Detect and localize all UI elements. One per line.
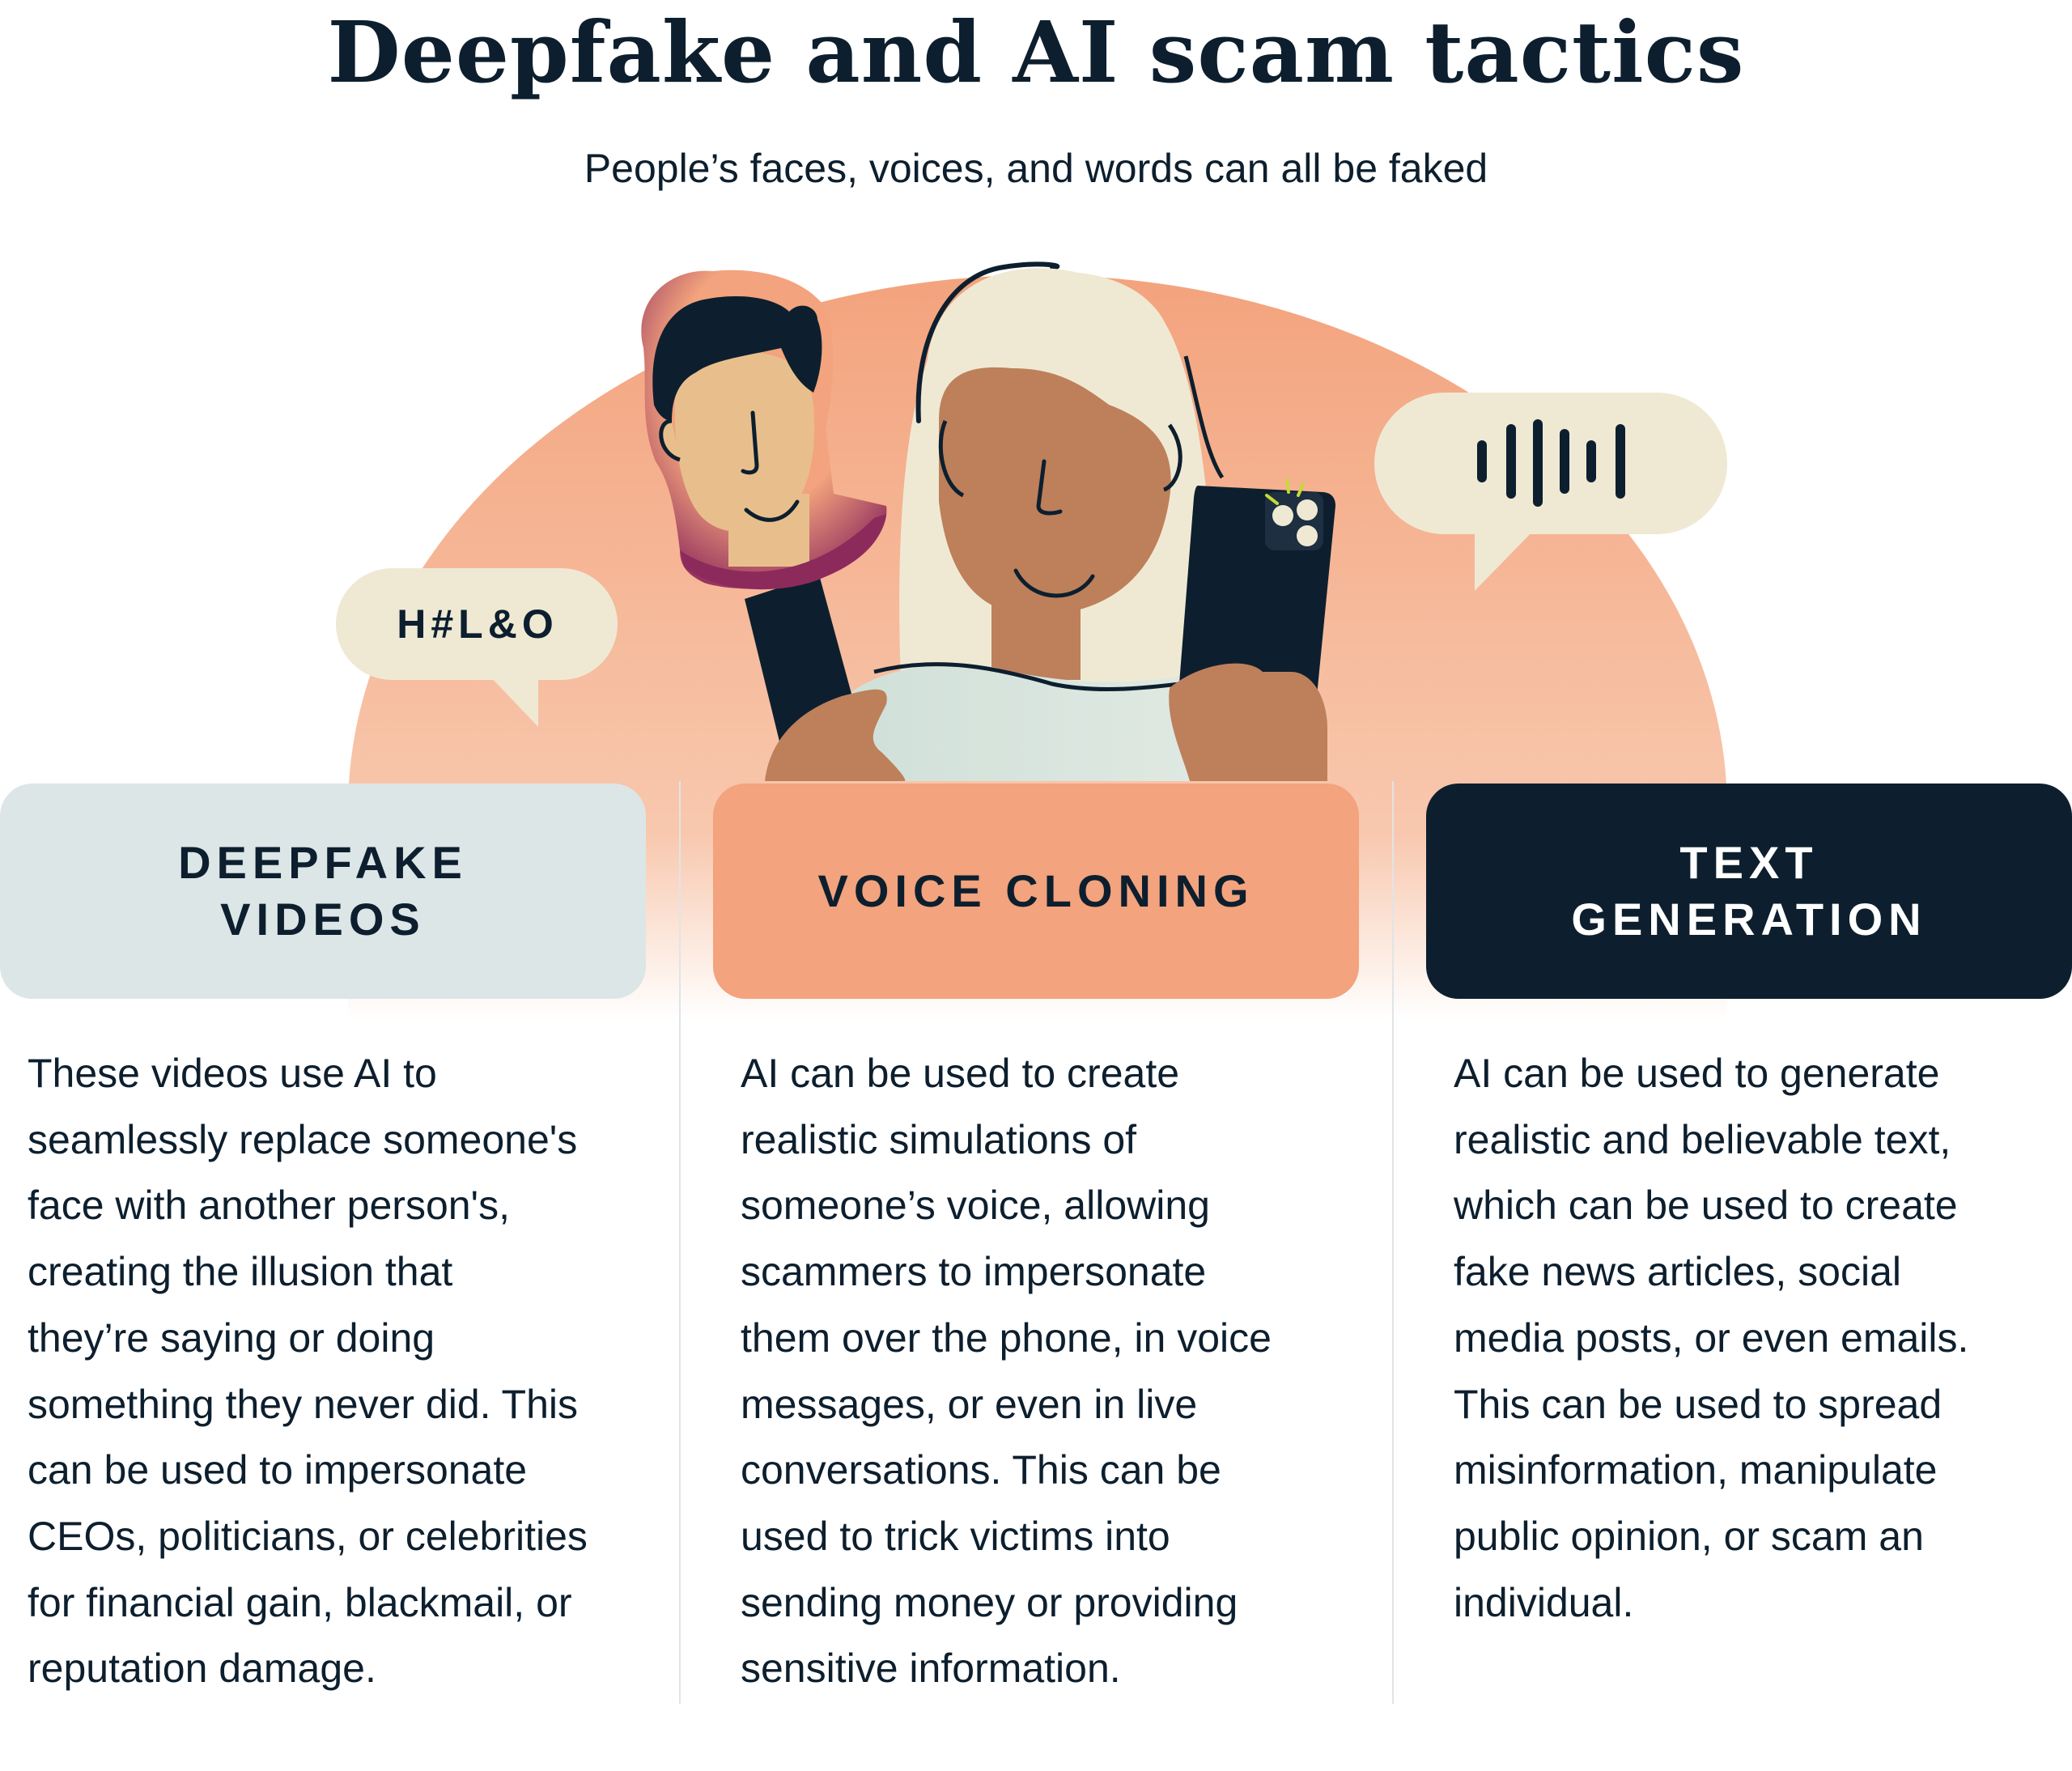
voice-cloning-heading: VOICE CLONING xyxy=(817,865,1255,916)
description-line: realistic and believable text, xyxy=(1454,1116,1951,1162)
scam-illustration: H#L&O xyxy=(336,261,1727,1020)
woman-figure xyxy=(834,261,1295,781)
page-title: Deepfake and AI scam tactics xyxy=(327,2,1745,102)
description-line: conversations. This can be xyxy=(741,1447,1221,1493)
voice-cloning-card: VOICE CLONING xyxy=(713,784,1359,999)
description-line: something they never did. This xyxy=(28,1381,579,1427)
description-line: sending money or providing xyxy=(741,1579,1238,1625)
description-line: can be used to impersonate xyxy=(28,1447,528,1493)
description-line: they’re saying or doing xyxy=(28,1314,435,1361)
description-line: misinformation, manipulate xyxy=(1454,1447,1938,1493)
description-line: reputation damage. xyxy=(28,1646,376,1692)
description-line: public opinion, or scam an xyxy=(1454,1513,1924,1559)
description-line: media posts, or even emails. xyxy=(1454,1314,1969,1361)
description-line: AI can be used to generate xyxy=(1454,1051,1940,1096)
description-line: fake news articles, social xyxy=(1454,1249,1902,1295)
description-line: individual. xyxy=(1454,1579,1634,1625)
column-divider-2 xyxy=(1392,781,1394,1704)
description-line: messages, or even in live xyxy=(741,1381,1198,1427)
face-mask xyxy=(641,270,887,590)
description-line: them over the phone, in voice xyxy=(741,1314,1272,1361)
description-line: sensitive information. xyxy=(741,1646,1121,1692)
description-line: for financial gain, blackmail, or xyxy=(28,1579,572,1625)
deepfake-videos-description: These videos use AI to seamlessly replac… xyxy=(28,1041,643,1702)
description-line: realistic simulations of xyxy=(741,1116,1137,1162)
description-line: face with another person's, xyxy=(28,1183,510,1229)
description-line: scammers to impersonate xyxy=(741,1249,1207,1295)
page-subtitle: People’s faces, voices, and words can al… xyxy=(584,146,1488,191)
description-line: These videos use AI to xyxy=(28,1051,437,1096)
description-line: This can be used to spread xyxy=(1454,1381,1942,1427)
description-line: which can be used to create xyxy=(1454,1183,1958,1229)
text-generation-description: AI can be used to generate realistic and… xyxy=(1454,1041,2069,1636)
description-line: creating the illusion that xyxy=(28,1249,453,1295)
voice-cloning-description: AI can be used to create realistic simul… xyxy=(741,1041,1356,1702)
description-line: used to trick victims into xyxy=(741,1513,1170,1559)
right-hand xyxy=(1169,663,1327,781)
phone-icon xyxy=(1178,478,1335,712)
left-speech-bubble: H#L&O xyxy=(336,568,618,727)
description-line: AI can be used to create xyxy=(741,1051,1180,1096)
description-line: CEOs, politicians, or celebrities xyxy=(28,1513,588,1559)
audio-waveform-icon xyxy=(1477,419,1625,507)
description-line: someone’s voice, allowing xyxy=(741,1183,1210,1229)
right-speech-bubble xyxy=(1374,393,1727,591)
left-hand xyxy=(765,689,906,781)
column-divider-1 xyxy=(679,781,681,1704)
description-line: seamlessly replace someone's xyxy=(28,1116,578,1162)
left-bubble-text: H#L&O xyxy=(397,601,558,647)
